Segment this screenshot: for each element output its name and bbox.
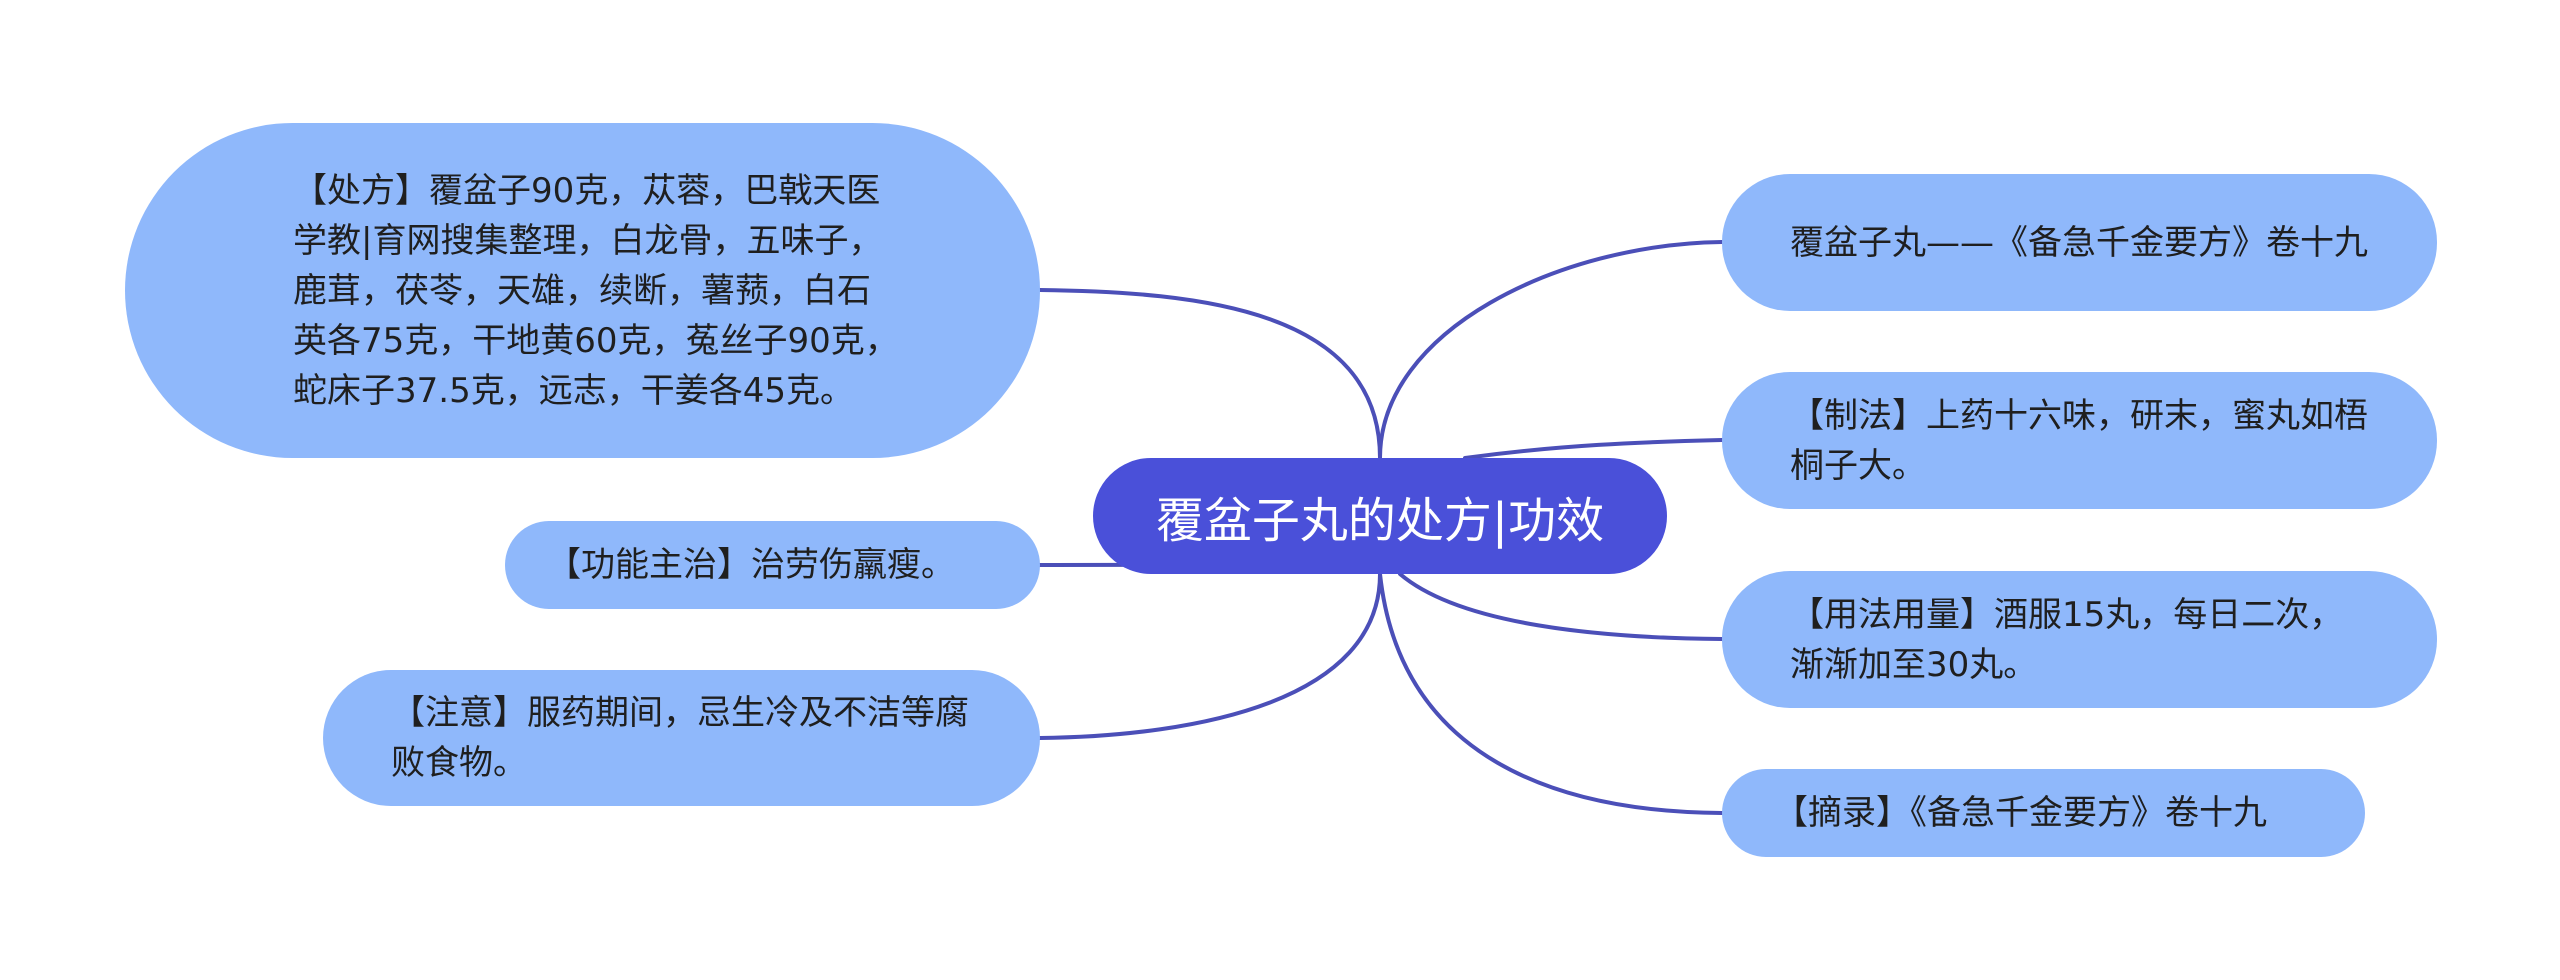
connector-prescription xyxy=(1038,288,1382,460)
connector-usage xyxy=(1398,572,1724,641)
connector-excerpt xyxy=(1378,572,1724,815)
topic-source-title-label: 覆盆子丸——《备急千金要方》卷十九 xyxy=(1790,222,2368,263)
topic-prescription-label: 【处方】覆盆子90克，苁蓉，巴戟天医学教|育网搜集整理，白龙骨，五味子，鹿茸，茯… xyxy=(293,170,899,411)
topic-method-label: 【制法】上药十六味，研末，蜜丸如梧桐子大。 xyxy=(1790,395,2368,486)
topic-caution-label: 【注意】服药期间，忌生冷及不洁等腐败食物。 xyxy=(391,693,969,783)
topic-prescription[interactable]: 【处方】覆盆子90克，苁蓉，巴戟天医学教|育网搜集整理，白龙骨，五味子，鹿茸，茯… xyxy=(125,123,1040,458)
central-topic-label: 覆盆子丸的处方|功效 xyxy=(1155,493,1605,549)
connector-method xyxy=(1463,438,1724,460)
topic-excerpt-label: 【摘录】《备急千金要方》卷十九 xyxy=(1774,793,2267,833)
central-topic[interactable]: 覆盆子丸的处方|功效 xyxy=(1093,458,1667,574)
topic-source-title[interactable]: 覆盆子丸——《备急千金要方》卷十九 xyxy=(1722,174,2437,311)
connector-caution xyxy=(1038,572,1382,740)
topic-method[interactable]: 【制法】上药十六味，研末，蜜丸如梧桐子大。 xyxy=(1722,372,2437,509)
topic-function-label: 【功能主治】治劳伤羸瘦。 xyxy=(547,545,955,585)
topic-excerpt[interactable]: 【摘录】《备急千金要方》卷十九 xyxy=(1722,769,2365,857)
connector-source-title xyxy=(1378,240,1724,460)
topic-function[interactable]: 【功能主治】治劳伤羸瘦。 xyxy=(505,521,1040,609)
topic-usage[interactable]: 【用法用量】酒服15丸，每日二次，渐渐加至30丸。 xyxy=(1722,571,2437,708)
topic-usage-label: 【用法用量】酒服15丸，每日二次，渐渐加至30丸。 xyxy=(1790,594,2344,685)
topic-caution[interactable]: 【注意】服药期间，忌生冷及不洁等腐败食物。 xyxy=(323,670,1040,806)
